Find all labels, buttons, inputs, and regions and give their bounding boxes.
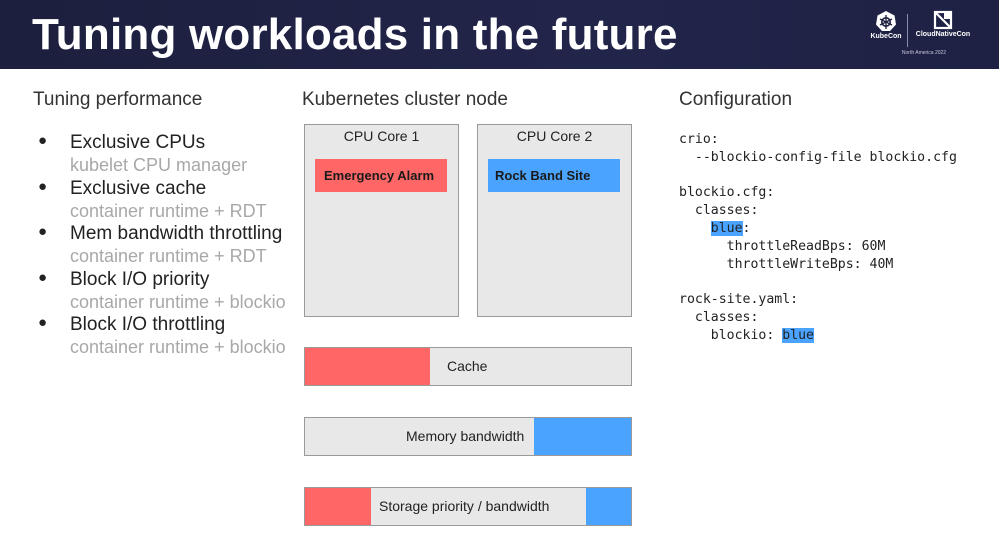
cpu-core-label: CPU Core 2	[516, 128, 593, 144]
rock-band-site-workload: Rock Band Site	[488, 159, 620, 192]
cpu-core-2: CPU Core 2 Rock Band Site	[477, 124, 632, 317]
bullet-main: Block I/O throttling	[70, 314, 226, 335]
conference-logo: KubeCon CloudNativeCon North America 202…	[864, 10, 976, 58]
cloudnativecon-text: CloudNativeCon	[915, 31, 971, 38]
slide-header: Tuning workloads in the future KubeCon C…	[0, 0, 999, 69]
list-item: ● Block I/O priority container runtime +…	[38, 268, 286, 314]
kubecon-logo: KubeCon	[866, 10, 906, 40]
code-line	[679, 273, 957, 291]
memory-bandwidth-label: Memory bandwidth	[406, 428, 525, 444]
configuration-heading: Configuration	[679, 89, 793, 110]
cpu-core-1: CPU Core 1 Emergency Alarm	[304, 124, 459, 317]
emergency-alarm-workload: Emergency Alarm	[315, 159, 447, 192]
bullet-icon: ●	[38, 177, 48, 195]
tuning-list: ● Exclusive CPUs kubelet CPU manager ● E…	[38, 131, 286, 359]
kubecon-text: KubeCon	[870, 33, 902, 40]
code-line	[679, 167, 957, 185]
code-line: rock-site.yaml:	[679, 292, 799, 308]
bullet-sub: container runtime + blockio	[70, 337, 286, 357]
bullet-icon: ●	[38, 132, 48, 149]
bullet-sub: container runtime + RDT	[70, 200, 267, 221]
config-code-block: crio: --blockio-config-file blockio.cfg …	[679, 131, 957, 345]
storage-rock-segment	[586, 488, 631, 525]
storage-emergency-segment	[305, 488, 371, 525]
code-line: throttleReadBps: 60M	[679, 238, 886, 254]
bullet-main: Mem bandwidth throttling	[70, 223, 283, 244]
blue-class-highlight: blue	[710, 220, 743, 236]
cluster-node-heading: Kubernetes cluster node	[302, 89, 508, 110]
code-line: --blockio-config-file blockio.cfg	[679, 149, 957, 165]
kubernetes-helm-icon	[876, 11, 896, 31]
code-line: classes:	[679, 203, 759, 219]
bullet-sub: container runtime + blockio	[70, 291, 286, 312]
bullet-icon: ●	[38, 268, 48, 286]
logo-subtitle: North America 2022	[901, 50, 947, 56]
bullet-sub: container runtime + RDT	[70, 246, 267, 266]
cpu-core-label: CPU Core 1	[343, 128, 420, 144]
list-item: ● Exclusive CPUs kubelet CPU manager	[38, 131, 286, 177]
bullet-sub: kubelet CPU manager	[70, 155, 248, 175]
bullet-icon: ●	[38, 314, 48, 331]
cache-bar: Cache	[304, 347, 632, 386]
list-item: ● Block I/O throttling container runtime…	[38, 313, 286, 359]
cache-emergency-segment	[305, 348, 430, 385]
slide-title: Tuning workloads in the future	[32, 10, 678, 59]
list-item: ● Exclusive cache container runtime + RD…	[38, 177, 286, 223]
bullet-main: Exclusive CPUs	[70, 132, 206, 153]
memory-bandwidth-bar: Memory bandwidth	[304, 417, 632, 456]
code-line: crio:	[679, 132, 719, 147]
list-item: ● Mem bandwidth throttling container run…	[38, 222, 286, 268]
code-line: classes:	[679, 309, 759, 325]
storage-bar: Storage priority / bandwidth	[304, 487, 632, 526]
memory-rock-segment	[534, 418, 631, 455]
storage-label: Storage priority / bandwidth	[379, 498, 550, 514]
bullet-main: Block I/O priority	[70, 268, 210, 290]
code-line: blockio.cfg:	[679, 185, 775, 201]
bullet-main: Exclusive cache	[70, 177, 207, 199]
cache-label: Cache	[447, 358, 488, 374]
code-line: throttleWriteBps: 40M	[679, 256, 894, 272]
tuning-performance-heading: Tuning performance	[33, 89, 203, 110]
bullet-icon: ●	[38, 223, 48, 240]
code-line: blockio: blue	[679, 327, 814, 343]
cloudnativecon-logo: CloudNativeCon	[910, 10, 976, 38]
code-line: blue:	[710, 220, 751, 236]
cncf-icon	[933, 10, 953, 30]
logo-divider	[907, 14, 908, 47]
blockio-blue-highlight: blue	[782, 327, 814, 343]
